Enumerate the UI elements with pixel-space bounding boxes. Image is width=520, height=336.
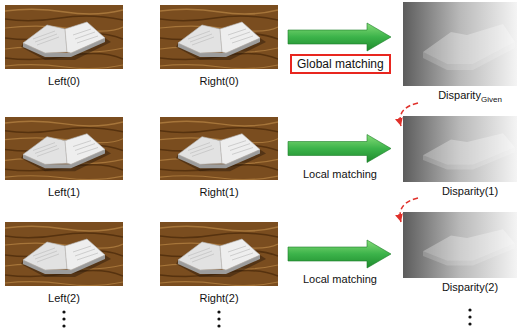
book-photo [160,117,278,180]
caption-text: Left(1) [48,186,80,198]
disparity-map: Disparity(2) [403,212,517,294]
caption-text: Disparity(2) [442,281,498,293]
stereo-image: Right(0) [160,5,278,88]
disparity-map: Disparity(1) [403,116,517,198]
method-label: Global matching [297,57,384,71]
book-photo [160,5,278,69]
stereo-image: Left(2) [5,222,123,305]
disparity-image [403,2,517,86]
caption-text: Right(2) [199,292,238,304]
disparity-map: DisparityGiven [403,2,517,103]
image-caption: Right(0) [160,75,278,88]
caption-text: Disparity [438,89,481,101]
image-caption: Right(1) [160,186,278,199]
book-photo [5,117,123,180]
stereo-image: Right(1) [160,117,278,199]
disparity-image [403,212,517,278]
method-box: Global matching [290,54,391,74]
matching-arrow [288,240,391,268]
edge-label: Local matching [302,168,378,181]
image-caption: Right(2) [160,292,278,305]
image-caption: Disparity(2) [403,281,517,294]
caption-text: Disparity(1) [442,185,498,197]
book-photo [5,5,123,69]
matching-arrow [288,23,391,51]
caption-text: Left(0) [48,75,80,87]
caption-text: Right(1) [199,186,238,198]
edge-label: Local matching [302,273,378,286]
image-caption: Left(0) [5,75,123,88]
book-photo [5,222,123,286]
stereo-image: Right(2) [160,222,278,305]
disparity-image [403,116,517,182]
matching-arrow [288,135,391,163]
stereo-image: Left(0) [5,5,123,88]
stereo-image: Left(1) [5,117,123,199]
image-caption: Left(1) [5,186,123,199]
image-caption: Disparity(1) [403,185,517,198]
caption-text: Right(0) [199,75,238,87]
caption-text: Left(2) [48,292,80,304]
book-photo [160,222,278,286]
caption-subscript: Given [481,95,502,104]
image-caption: Left(2) [5,292,123,305]
image-caption: DisparityGiven [403,89,517,103]
